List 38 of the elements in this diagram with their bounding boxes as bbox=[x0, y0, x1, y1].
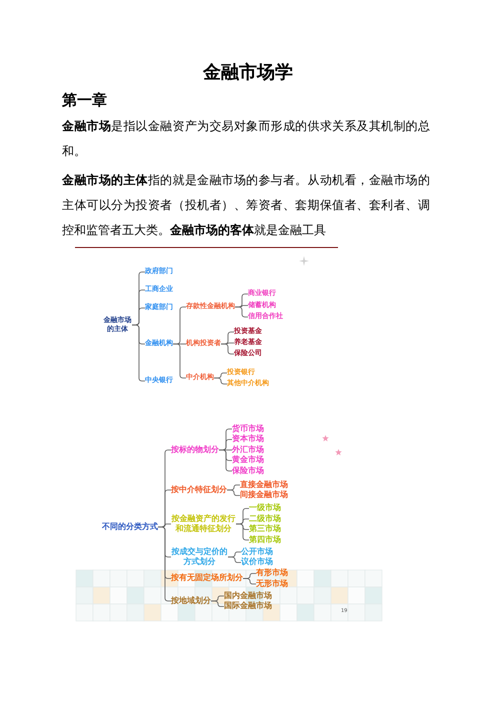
paragraph: 金融市场的主体指的就是金融市场的参与者。从动机看，金融市场的主体可以分为投资者（投机者）、筹资者、套期保值者、套利者、调控和监管者五大类。金融市场的客体就是金融工具 bbox=[62, 172, 430, 239]
branch-label: 按中介特征划分 bbox=[171, 484, 227, 495]
bracket-line bbox=[214, 378, 228, 384]
bracket-line bbox=[226, 490, 240, 496]
leaf-label: 公开市场 bbox=[241, 546, 273, 557]
bracket-line bbox=[210, 600, 224, 607]
leaf-label: 黄金市场 bbox=[232, 455, 264, 466]
branch-label: 按金融资产的发行和流通特征划分 bbox=[171, 514, 236, 534]
bracket-line bbox=[236, 524, 250, 540]
leaf-label: 二级市场 bbox=[249, 514, 281, 524]
page-title: 金融市场学 bbox=[202, 62, 294, 84]
leaf-label: 外汇市场 bbox=[232, 444, 264, 455]
leaf-label: 货币市场 bbox=[232, 424, 264, 434]
leaf-label: 有形市场 bbox=[256, 568, 288, 578]
leaf-label: 国内金融市场 bbox=[224, 590, 272, 601]
leaf-label: 无形市场 bbox=[256, 578, 288, 589]
leaf-label: 保险市场 bbox=[232, 466, 264, 476]
branch-label: 按成交与定价的方式划分 bbox=[171, 546, 228, 568]
branch-label: 按地域划分 bbox=[171, 596, 211, 606]
leaf-label: 直接金融市场 bbox=[240, 480, 288, 490]
chapter-heading: 第一章 bbox=[62, 90, 107, 110]
leaf-label: 第三市场 bbox=[249, 524, 281, 534]
paragraph: 金融市场是指以金融资产为交易对象而形成的供求关系及其机制的总和。 bbox=[62, 118, 430, 160]
leaf-label: 一级市场 bbox=[249, 503, 281, 514]
bracket-line bbox=[234, 306, 248, 318]
tree-root-label: 不同的分类方式 bbox=[102, 522, 158, 532]
leaf-label: 资本市场 bbox=[232, 434, 264, 444]
leaf-label: 第四市场 bbox=[249, 534, 281, 545]
leaf-label: 议价市场 bbox=[241, 557, 273, 568]
bracket-line bbox=[218, 450, 232, 472]
bracket-line bbox=[228, 556, 242, 563]
bracket-line bbox=[242, 578, 256, 584]
leaf-label: 国际金融市场 bbox=[224, 601, 272, 612]
branch-label: 按标的物划分 bbox=[171, 444, 219, 455]
bracket-line bbox=[220, 344, 234, 354]
bracket-line bbox=[158, 526, 172, 602]
branch-label: 按有无固定场所划分 bbox=[171, 573, 243, 584]
leaf-label: 间接金融市场 bbox=[240, 490, 288, 500]
